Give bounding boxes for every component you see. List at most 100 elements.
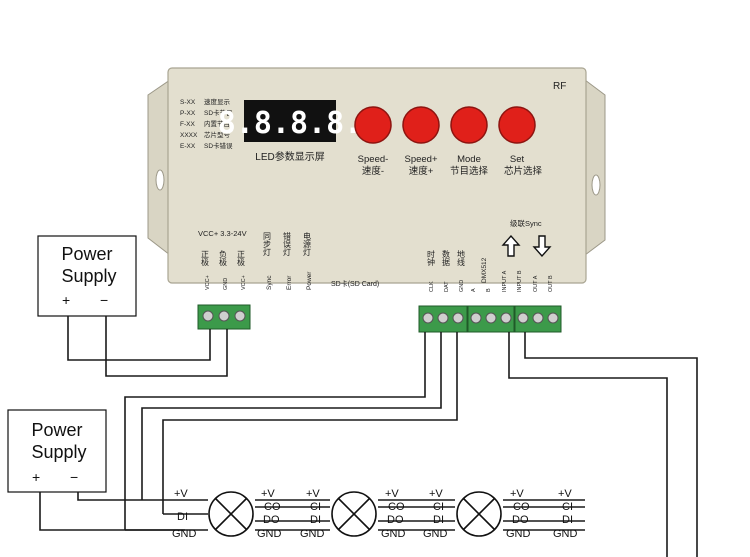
- power-pin-zh: 正极: [237, 250, 246, 267]
- pin-label: DO: [263, 514, 280, 526]
- plus-label: +: [32, 469, 40, 485]
- controller-unit: RF S-XX 速度显示 P-XX SD卡节目 F-XX 内置节目 XXXX 芯…: [147, 67, 606, 292]
- controller-left-flange: [147, 79, 171, 257]
- dmx-terminal-block: [467, 305, 515, 333]
- power-pin: GND: [223, 278, 229, 290]
- pin-label: +V: [558, 488, 572, 500]
- pin-label: DI: [562, 514, 573, 526]
- led-pixel: [331, 491, 377, 537]
- indicator-zh: 电源灯: [303, 231, 312, 257]
- pin-label: DI: [433, 514, 444, 526]
- pin-label: +V: [385, 488, 399, 500]
- power-supply-title: Supply: [31, 442, 86, 462]
- dmx-label: DMX512: [481, 257, 488, 283]
- button-set[interactable]: Set 芯片选择: [498, 106, 543, 177]
- pin-label: DO: [387, 514, 404, 526]
- sd-pin-labels-zh: 时钟 数据 地线: [427, 249, 466, 267]
- speed-down-button-cap[interactable]: [354, 106, 392, 144]
- terminal-screw: [547, 312, 559, 324]
- mode-button-cap[interactable]: [450, 106, 488, 144]
- mode-label-zh: 节目选择: [450, 165, 489, 177]
- pin-label: +V: [510, 488, 524, 500]
- legend-desc: SD卡节目: [204, 108, 233, 117]
- down-arrow-icon: [532, 235, 552, 258]
- legend-code: XXXX: [180, 132, 198, 139]
- pin-label: DI: [177, 511, 188, 523]
- pin-label: DO: [512, 514, 529, 526]
- power-pin-labels: VCC+ GND VCC+: [205, 275, 247, 290]
- terminal-screw: [500, 312, 512, 324]
- led-display-digits: 8.8.8.8.: [218, 106, 363, 141]
- indicator-labels: Sync Error Power: [266, 271, 313, 290]
- legend-desc: 芯片型号: [204, 130, 231, 139]
- led-pixel: [456, 491, 502, 537]
- rf-label: RF: [553, 81, 566, 92]
- up-arrow-icon: [501, 234, 521, 257]
- speed-up-label: Speed+: [404, 154, 437, 165]
- legend-desc: 内置节目: [204, 119, 230, 128]
- sync-label: 级联Sync: [510, 218, 542, 228]
- button-mode[interactable]: Mode 节目选择: [450, 106, 489, 177]
- pin-label: CO: [264, 501, 281, 513]
- legend-code: P-XX: [180, 110, 196, 117]
- dmx-pin: OUT A: [533, 275, 539, 292]
- terminal-screw: [202, 310, 214, 322]
- legend-code: E-XX: [180, 143, 196, 150]
- terminal-screw: [437, 312, 449, 324]
- button-speed-down[interactable]: Speed- 速度-: [354, 106, 392, 177]
- sd-pin: DAT: [444, 281, 450, 292]
- power-supply-top: Power Supply + −: [37, 235, 137, 317]
- indicator-label: Sync: [266, 275, 273, 290]
- speed-down-label: Speed-: [358, 154, 389, 165]
- terminal-screw: [517, 312, 529, 324]
- led-pixel: [208, 491, 254, 537]
- terminal-screw: [218, 310, 230, 322]
- power-supply-title: Power: [61, 244, 112, 264]
- pin-label: GND: [423, 528, 448, 540]
- sd-pin: GND: [459, 280, 465, 292]
- sd-card-label: SD卡(SD Card): [331, 279, 379, 288]
- set-button-cap[interactable]: [498, 106, 536, 144]
- power-input-label: VCC+ 3.3-24V: [198, 229, 247, 238]
- indicator-zh: 同步灯: [263, 232, 272, 257]
- pin-label: CI: [562, 501, 573, 513]
- mount-hole-left: [155, 169, 165, 191]
- indicator-label: Power: [306, 271, 313, 290]
- legend-desc: SD卡错误: [204, 141, 233, 150]
- pin-label: DI: [310, 514, 321, 526]
- terminal-screw: [422, 312, 434, 324]
- sd-pin: CLK: [429, 281, 435, 292]
- terminal-screw: [485, 312, 497, 324]
- dmx-pin: INPUT B: [517, 270, 523, 292]
- power-pin: VCC+: [241, 275, 247, 290]
- power-pin: VCC+: [205, 275, 211, 290]
- legend-desc: 速度显示: [204, 97, 231, 106]
- pin-label: GND: [381, 528, 406, 540]
- sync-terminal-block: [514, 305, 562, 333]
- pin-label: +V: [429, 488, 443, 500]
- pin-label: +V: [174, 488, 188, 500]
- power-supply-title: Power: [31, 420, 82, 440]
- power-pin-zh: 正极: [201, 250, 210, 267]
- button-speed-up[interactable]: Speed+ 速度+: [402, 106, 440, 177]
- plus-label: +: [62, 292, 70, 308]
- power-supply-bottom: Power Supply + −: [7, 409, 107, 493]
- indicator-labels-zh: 同步灯 错误灯 电源灯: [263, 231, 312, 257]
- dmx-pin: A: [471, 288, 477, 292]
- wiring: [39, 316, 698, 557]
- led-display-caption: LED参数显示屏: [255, 150, 324, 163]
- pin-label: CO: [388, 501, 405, 513]
- speed-up-label-zh: 速度+: [409, 165, 434, 177]
- dmx-pin: INPUT A: [502, 270, 508, 292]
- power-pin-zh: 负极: [219, 249, 228, 267]
- power-supply-title: Supply: [61, 266, 116, 286]
- power-pin-labels-zh: 正极 负极 正极: [201, 249, 246, 267]
- mode-label: Mode: [457, 154, 481, 165]
- legend-code: F-XX: [180, 121, 195, 128]
- sd-pin-labels: CLK DAT GND: [429, 280, 465, 292]
- led-pin-labels: +V DI GND +V CO DO GND +V CI DI GND +V C…: [172, 488, 578, 540]
- speed-up-button-cap[interactable]: [402, 106, 440, 144]
- set-label-zh: 芯片选择: [504, 165, 543, 177]
- pin-label: GND: [553, 528, 578, 540]
